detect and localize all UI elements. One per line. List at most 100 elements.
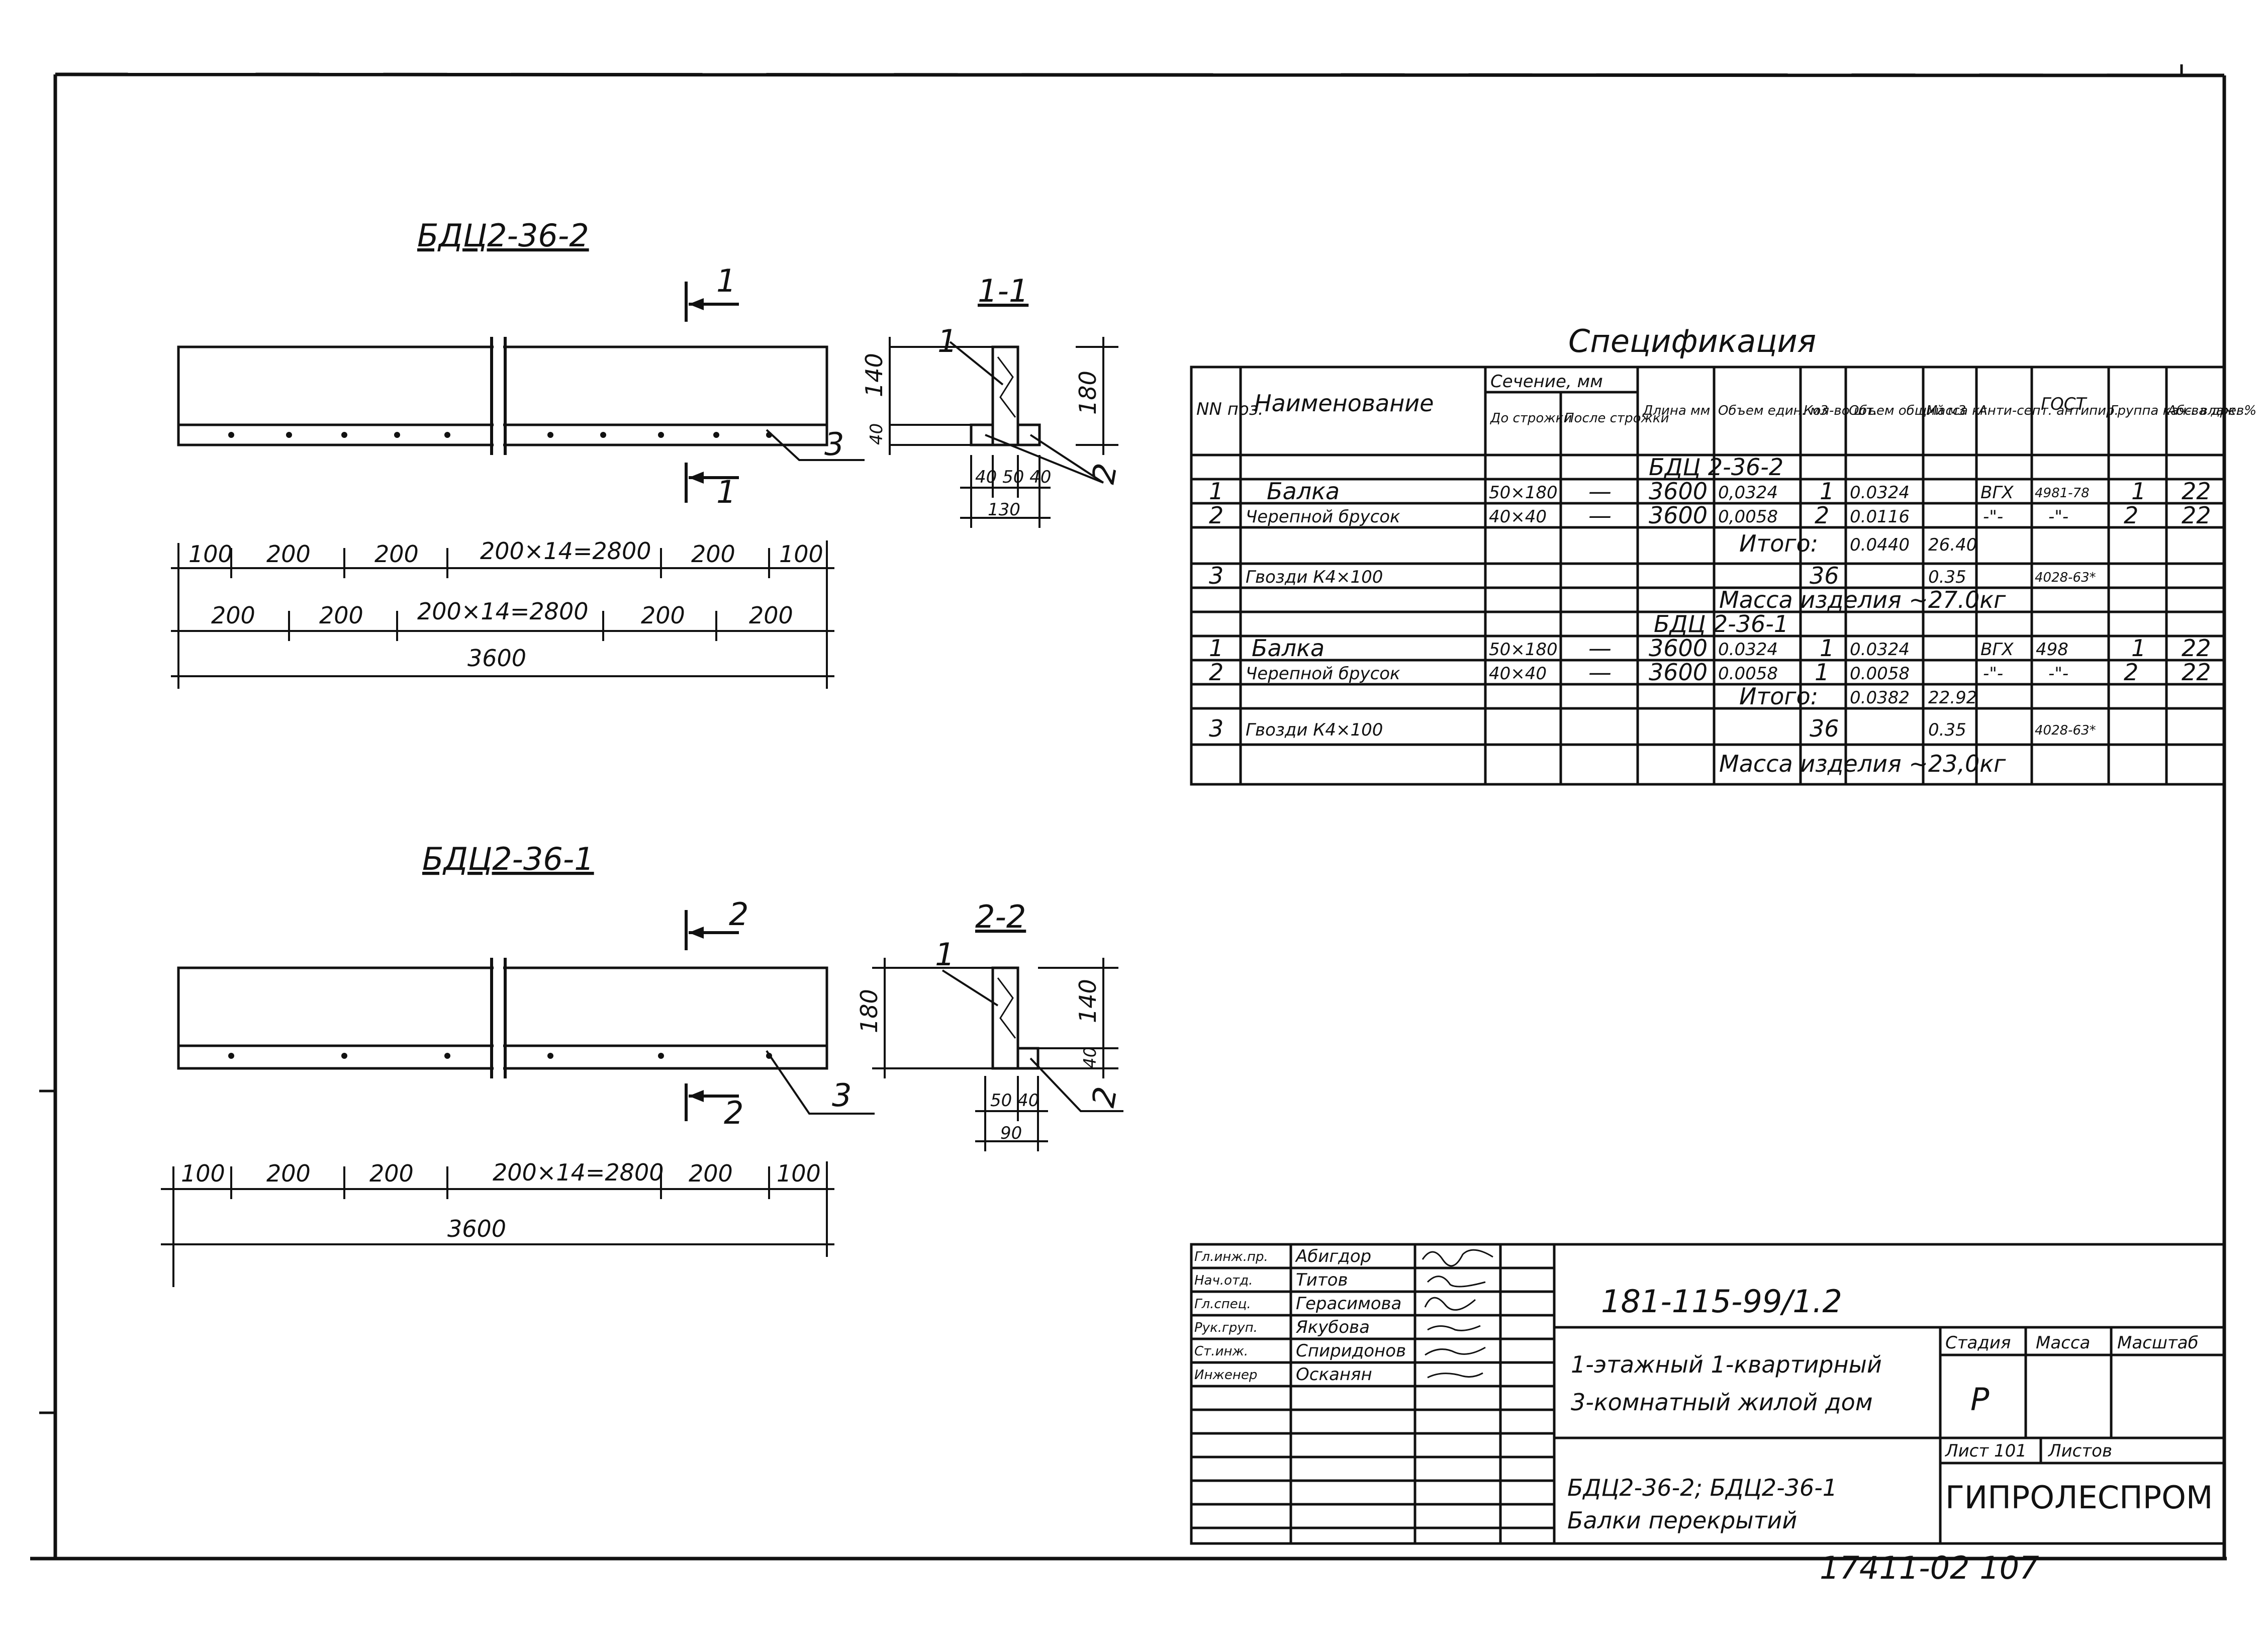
sec2-w-total: 90: [1000, 1123, 1022, 1143]
svg-text:1: 1: [1820, 634, 1834, 662]
section-mark-2-bottom: 2: [724, 1095, 743, 1131]
svg-text:200: 200: [689, 1160, 733, 1187]
svg-text:Анти-септ. антипир.: Анти-септ. антипир.: [1977, 403, 2119, 418]
svg-text:0.0324: 0.0324: [1850, 640, 1910, 660]
sec1-h1: 140: [861, 353, 888, 397]
svg-text:ВГХ: ВГХ: [1980, 483, 2014, 503]
svg-text:Сечение, мм: Сечение, мм: [1490, 372, 1603, 392]
svg-text:200: 200: [211, 602, 255, 629]
svg-text:Гл.спец.: Гл.спец.: [1194, 1297, 1251, 1312]
svg-text:Черепной брусок: Черепной брусок: [1246, 664, 1400, 684]
svg-text:Осканян: Осканян: [1296, 1365, 1372, 1385]
stamp-org: ГИПРОЛЕСПРОМ: [1945, 1479, 2213, 1516]
svg-text:40×40: 40×40: [1489, 507, 1547, 527]
svg-text:22.92: 22.92: [1928, 688, 1977, 708]
svg-text:100: 100: [181, 1160, 225, 1187]
stamp-sheets: Листов: [2047, 1441, 2112, 1461]
callout-2-sec2: 2: [1085, 1084, 1124, 1110]
svg-text:Балка: Балка: [1267, 478, 1340, 505]
stamp-mass-header: Масса: [2036, 1333, 2090, 1353]
sec2-h-total: 180: [856, 989, 883, 1033]
section-2-2-title: 2-2: [975, 898, 1026, 935]
stamp-project-line2: 3-комнатный жилой дом: [1571, 1389, 1873, 1416]
stamp-project-line1: 1-этажный 1-квартирный: [1571, 1351, 1882, 1378]
svg-text:0.0382: 0.0382: [1850, 688, 1910, 708]
svg-text:200: 200: [266, 540, 311, 568]
spec-group-b: БДЦ 2-36-1: [1654, 610, 1788, 638]
spec-total-b: Итого: 0.0382 22.92: [1739, 683, 1977, 710]
spec-row-b2: 2 Черепной брусок 40×40 — 3600 0.0058 1 …: [1209, 659, 2211, 686]
svg-text:100: 100: [188, 540, 233, 568]
spec-mass-a: Масса изделия ~27.0кг: [1719, 586, 2006, 613]
svg-text:0.0324: 0.0324: [1718, 640, 1778, 660]
stamp-code: 181-115-99/1.2: [1601, 1283, 1842, 1320]
svg-text:3: 3: [1209, 562, 1223, 589]
svg-text:200: 200: [691, 540, 735, 568]
spec-title: Спецификация: [1568, 323, 1816, 359]
svg-text:50×180: 50×180: [1489, 640, 1558, 660]
svg-text:0.0324: 0.0324: [1850, 483, 1910, 503]
sec1-w-total: 130: [988, 500, 1020, 520]
svg-text:1: 1: [1820, 478, 1834, 505]
svg-text:Длина мм: Длина мм: [1642, 403, 1710, 418]
nail-marks-bottom: [228, 1053, 772, 1059]
spec-table: Спецификация: [1190, 323, 2256, 786]
section-1-1-title: 1-1: [978, 272, 1028, 309]
svg-text:22: 22: [2182, 502, 2211, 529]
stamp-stage-header: Стадия: [1945, 1333, 2011, 1353]
callout-3-bottom: 3: [832, 1077, 852, 1114]
svg-text:Ст.инж.: Ст.инж.: [1194, 1344, 1248, 1359]
signatures: [1422, 1249, 1493, 1379]
svg-text:2: 2: [2124, 502, 2138, 529]
dim-total-top: 3600: [467, 645, 526, 672]
svg-text:Наименование: Наименование: [1254, 390, 1434, 417]
svg-text:0,0058: 0,0058: [1718, 507, 1778, 527]
view-bottom-title: БДЦ2-36-1: [422, 841, 594, 877]
svg-text:200×14=2800: 200×14=2800: [493, 1159, 664, 1186]
svg-text:NN поз.: NN поз.: [1196, 399, 1264, 419]
sheet-frame: [30, 72, 2227, 1561]
svg-text:1: 1: [2131, 634, 2146, 662]
sec1-h2: 40: [867, 423, 887, 445]
svg-text:0.0058: 0.0058: [1718, 664, 1778, 684]
svg-text:100: 100: [777, 1160, 821, 1187]
svg-text:0.0058: 0.0058: [1850, 664, 1910, 684]
svg-text:200×14=2800: 200×14=2800: [417, 598, 589, 625]
spec-row-a1: 1 Балка 50×180 — 3600 0,0324 1 0.0324 ВГ…: [1209, 478, 2211, 505]
svg-text:Гвозди К4×100: Гвозди К4×100: [1246, 567, 1383, 587]
svg-text:Абс. влаж. %: Абс. влаж. %: [2166, 403, 2256, 418]
svg-text:1: 1: [1815, 659, 1829, 686]
svg-text:0,0324: 0,0324: [1718, 483, 1778, 503]
section-mark-1-bottom: 1: [716, 474, 736, 510]
spec-total-a: Итого: 0.0440 26.40: [1739, 530, 1977, 557]
svg-text:200: 200: [374, 540, 419, 568]
spec-row-b1: 1 Балка 50×180 — 3600 0.0324 1 0.0324 ВГ…: [1209, 634, 2211, 662]
svg-text:26.40: 26.40: [1928, 535, 1977, 555]
svg-text:Кол-во шт.: Кол-во шт.: [1804, 403, 1877, 418]
svg-text:—: —: [1588, 478, 1612, 505]
svg-text:-"-: -"-: [1983, 507, 2003, 527]
stamp-sheet: Лист 101: [1944, 1441, 2027, 1461]
sec2-h2: 40: [1080, 1047, 1100, 1068]
svg-text:3600: 3600: [1649, 634, 1708, 662]
svg-text:До строжки: До строжки: [1490, 411, 1572, 426]
spec-header: NN поз. Наименование Сечение, мм До стро…: [1196, 372, 2256, 426]
stamp-sheet-title2: Балки перекрытий: [1567, 1507, 1797, 1534]
svg-text:—: —: [1588, 659, 1612, 686]
svg-text:-"-: -"-: [2048, 664, 2068, 684]
callout-1-sec1: 1: [937, 323, 957, 359]
svg-text:40×40: 40×40: [1489, 664, 1547, 684]
svg-text:3600: 3600: [1649, 659, 1708, 686]
svg-text:100: 100: [779, 540, 823, 568]
dim-row2-top: 200 200 200×14=2800 200 200: [211, 598, 793, 629]
footer-number: 17411-02 107: [1820, 1550, 2039, 1586]
svg-text:Гл.инж.пр.: Гл.инж.пр.: [1194, 1249, 1268, 1264]
svg-text:ВГХ: ВГХ: [1980, 640, 2014, 660]
spec-row-a2: 2 Черепной брусок 40×40 — 3600 0,0058 2 …: [1209, 502, 2211, 529]
spec-nails-b: 3 Гвозди К4×100 36 0.35 4028-63*: [1209, 715, 2096, 742]
stamp-sheet-title1: БДЦ2-36-2; БДЦ2-36-1: [1567, 1474, 1837, 1501]
svg-text:1: 1: [2131, 478, 2146, 505]
svg-text:4028-63*: 4028-63*: [2035, 570, 2096, 585]
svg-text:Объем общий м3: Объем общий м3: [1849, 403, 1966, 418]
